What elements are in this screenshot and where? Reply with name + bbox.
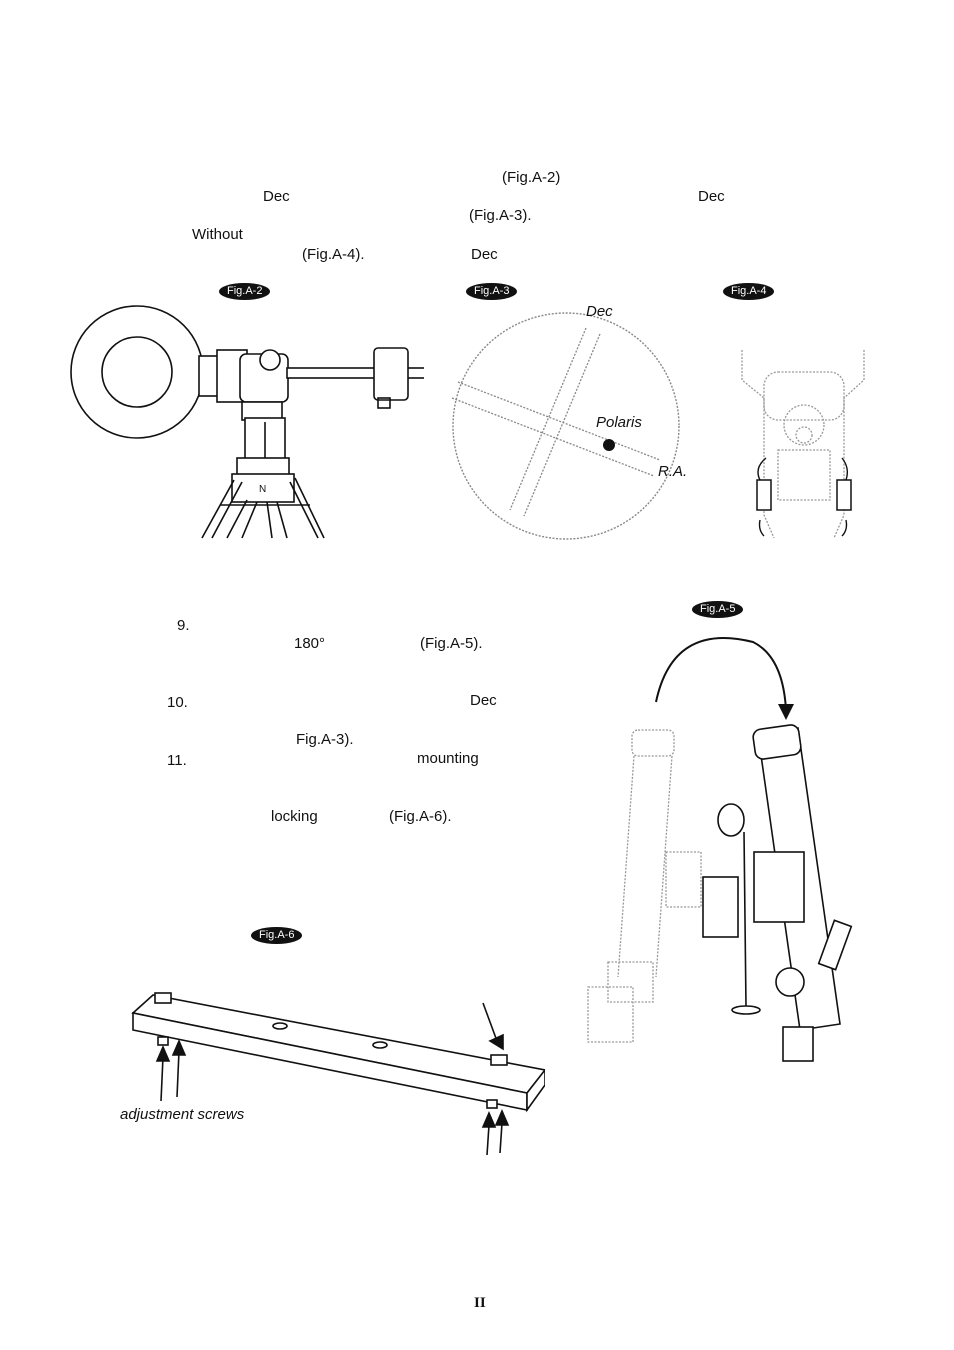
fig-a3-polaris-label: Polaris [596,414,642,431]
fig-a3-ref: (Fig.A-3). [469,207,532,224]
fig-a2-mount-illustration: N [70,305,424,539]
fig-a3-reticle-illustration [451,312,680,540]
fig-a6-caption: adjustment screws [120,1106,245,1123]
fig-a2-ref: (Fig.A-2) [502,169,561,186]
fig-a3-dec-label: Dec [586,303,613,320]
locking-word: locking [271,808,318,825]
fig-a3-ra-label: R.A. [658,463,688,480]
fig-a4-ref: (Fig.A-4). [302,246,365,263]
svg-text:N: N [259,484,266,495]
fig-a5-ref: (Fig.A-5). [420,635,483,652]
fig-a6-badge: Fig.A-6 [251,927,303,945]
dec-label-2: Dec [698,188,725,205]
deg-180: 180° [294,635,326,652]
dec-label-4: Dec [470,692,497,709]
fig-a6-rail-illustration [131,992,545,1156]
dec-label-1: Dec [263,188,290,205]
fig-a6-ref: (Fig.A-6). [389,808,452,825]
fig-a3-badge: Fig.A-3 [466,283,518,301]
mounting-word: mounting [417,750,479,767]
without-word: Without [192,226,243,243]
fig-a5-rotation-illustration [587,637,853,1062]
fig-a5-badge: Fig.A-5 [692,601,744,619]
fig-a4-knobs-illustration [741,350,865,539]
page-number: II [474,1295,486,1311]
step-9-number: 9. [177,617,190,634]
step-10-number: 10. [167,694,188,711]
dec-label-3: Dec [471,246,498,263]
step-11-number: 11. [167,752,187,769]
fig-a2-badge: Fig.A-2 [219,283,271,301]
fig-a3-ref-2: Fig.A-3). [296,731,354,748]
fig-a4-badge: Fig.A-4 [723,283,775,301]
